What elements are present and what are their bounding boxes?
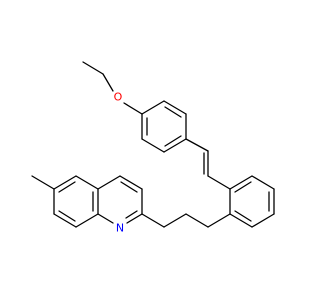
benzo-double-2: [58, 210, 76, 222]
benzo-bond-1: [75, 175, 99, 190]
nitrogen-atom: N: [114, 222, 126, 235]
oxygen-label: O: [114, 91, 123, 104]
ring1-double-2: [164, 135, 182, 147]
quinoline-pyridine-ring: [97, 175, 143, 224]
oxygen-atom-background: [112, 91, 124, 103]
bond-o-aryl: [123, 102, 143, 115]
ring1-bond-6: [141, 100, 165, 115]
quinoline-benzo-ring: [53, 175, 99, 228]
ethoxyphenyl-ring: [141, 100, 187, 153]
ring1-bond-5: [163, 100, 187, 115]
pyr-bond-c3-c4: [119, 175, 143, 190]
bond-ch2-ch2-a: [185, 213, 209, 228]
central-benzene-ring: [229, 175, 275, 228]
bond-methyl: [31, 175, 55, 190]
pyr-double-c2-n: [125, 210, 138, 219]
ring2-bond-2: [251, 175, 275, 190]
benzo-bond-2: [53, 175, 77, 190]
pyr-bond-n-c2: [126, 213, 143, 224]
bond-aryl-vinyl: [185, 138, 209, 152]
bond-aryl-ch2: [207, 213, 231, 228]
ring2-bond-5: [229, 213, 253, 228]
nitrogen-atom-background: [114, 222, 126, 234]
oxygen-atom: O: [112, 91, 124, 104]
benzo-bond-5: [75, 213, 99, 228]
bond-ethyl-ch3-ch2: [82, 61, 104, 75]
bond-ethyl-ch2-o: [102, 73, 114, 92]
pyr-bond-c8a-n: [97, 213, 114, 224]
ethoxy-group: [82, 61, 143, 115]
ring2-bond-1: [229, 175, 253, 190]
benzo-bond-4: [53, 213, 77, 228]
pyr-bond-c4-c4a: [97, 175, 121, 190]
ring2-double-3: [234, 210, 252, 222]
bond-ch2-ch2-b: [163, 213, 187, 228]
bond-ch2-quinoline: [141, 213, 165, 228]
ring1-bond-2: [141, 138, 165, 153]
ring2-double-1: [234, 181, 252, 193]
molecule-structure-canvas: O N: [31, 61, 275, 235]
bond-vinyl-aryl: [207, 175, 231, 190]
ring2-bond-4: [251, 213, 275, 228]
pyr-double-c3-c4: [120, 181, 138, 193]
benzo-double-1: [58, 181, 76, 193]
propyl-chain: [141, 213, 231, 228]
nitrogen-label: N: [116, 222, 124, 235]
vinylene-linker: [185, 138, 231, 190]
ring1-bond-3: [163, 138, 187, 153]
ring1-double-3: [164, 106, 182, 118]
molecule-diagram: O N: [31, 61, 275, 235]
